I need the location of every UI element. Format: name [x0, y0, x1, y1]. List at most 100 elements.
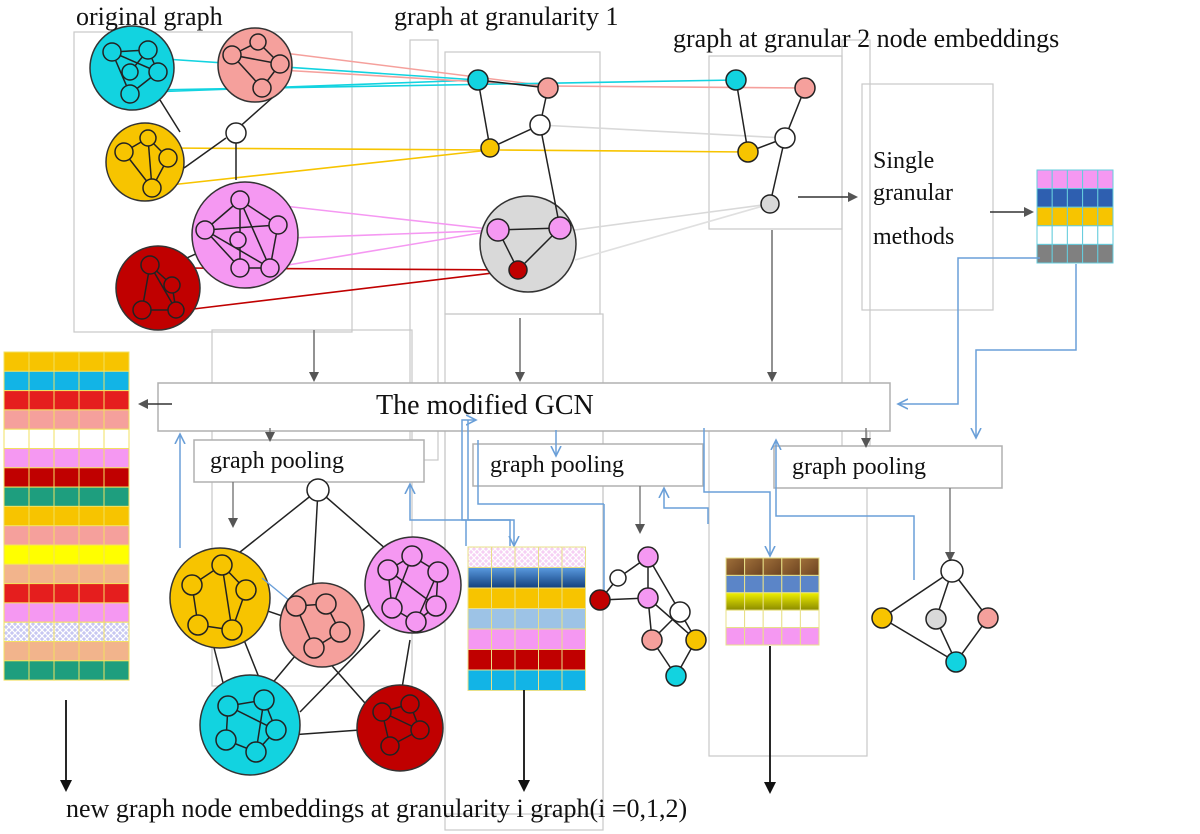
graph-granularity-1: [467, 69, 577, 293]
embedding-cell: [538, 546, 563, 568]
embedding-cell: [28, 409, 55, 430]
embedding-cell: [78, 563, 105, 585]
embedding-cell: [1097, 169, 1114, 190]
embedding-cell: [561, 546, 586, 568]
embedding-cell: [744, 557, 764, 576]
embedding-cell: [3, 621, 30, 643]
embedding-cell: [514, 567, 539, 589]
embedding-cell: [1051, 206, 1068, 227]
embedding-cell: [762, 592, 783, 611]
embedding-cell: [467, 608, 492, 630]
embedding-cell: [1082, 243, 1099, 264]
embedding-cell: [28, 602, 55, 623]
embedding-cell: [725, 592, 746, 611]
embedding-cell: [781, 609, 801, 629]
embedding-cell: [538, 608, 563, 630]
embedding-cell: [53, 370, 80, 392]
embedding-cell: [744, 592, 764, 611]
single-granular-line-3: methods: [873, 224, 955, 250]
embedding-cell: [28, 467, 55, 488]
embedding-cell: [467, 628, 492, 650]
embedding-cell: [103, 641, 130, 662]
embedding-cell: [538, 587, 563, 609]
embedding-cell: [538, 628, 563, 650]
bottom-caption: new graph node embeddings at granularity…: [66, 794, 688, 823]
embedding-cell: [3, 390, 30, 411]
single-granular-line-2: granular: [873, 180, 953, 206]
embedding-cell: [1097, 188, 1114, 208]
embedding-cell: [491, 628, 516, 650]
embedding-cell: [538, 669, 563, 691]
embedding-cell: [799, 574, 820, 594]
embedding-stack-middle: [467, 546, 586, 691]
embedding-cell: [514, 587, 539, 609]
embedding-cell: [53, 448, 80, 469]
embedding-cell: [78, 660, 105, 681]
embedding-cell: [538, 649, 563, 671]
embedding-cell: [28, 390, 55, 411]
embedding-cell: [53, 409, 80, 430]
embedding-cell: [781, 627, 801, 646]
embedding-cell: [514, 608, 539, 630]
embedding-cell: [53, 563, 80, 585]
embedding-cell: [103, 448, 130, 469]
embedding-cell: [3, 467, 30, 488]
embedding-cell: [103, 525, 130, 546]
output-arrows: [60, 646, 776, 794]
embedding-cell: [28, 351, 55, 372]
embedding-cell: [3, 370, 30, 392]
graph-pooling-label-1: graph pooling: [210, 448, 344, 474]
embedding-cell: [491, 587, 516, 609]
embedding-stack-left: [3, 351, 130, 681]
embedding-cell: [78, 370, 105, 392]
embedding-cell: [3, 409, 30, 430]
embedding-cell: [491, 669, 516, 691]
embedding-cell: [561, 587, 586, 609]
embedding-cell: [1082, 225, 1099, 245]
embedding-cell: [53, 583, 80, 604]
embedding-cell: [53, 505, 80, 527]
embedding-cell: [53, 486, 80, 507]
embedding-cell: [53, 351, 80, 372]
pooled-graph-level-1: [589, 546, 707, 687]
embedding-cell: [78, 448, 105, 469]
embedding-cell: [781, 574, 801, 594]
embedding-cell: [1036, 169, 1053, 190]
embedding-cell: [1036, 206, 1053, 227]
embedding-cell: [1036, 243, 1053, 264]
embedding-cell: [103, 370, 130, 392]
embedding-cell: [799, 609, 820, 629]
embedding-cell: [725, 574, 746, 594]
embedding-cell: [762, 574, 783, 594]
embedding-cell: [103, 563, 130, 585]
embedding-cell: [3, 428, 30, 450]
embedding-cell: [3, 351, 30, 372]
embedding-cell: [538, 567, 563, 589]
embedding-cell: [28, 428, 55, 450]
embedding-cell: [53, 660, 80, 681]
embedding-cell: [561, 567, 586, 589]
embedding-cell: [103, 505, 130, 527]
embedding-cell: [491, 567, 516, 589]
embedding-cell: [103, 390, 130, 411]
embedding-cell: [103, 544, 130, 565]
embedding-cell: [467, 649, 492, 671]
embedding-cell: [799, 592, 820, 611]
pooled-graph-level-2: [871, 559, 999, 673]
embedding-cell: [53, 390, 80, 411]
embedding-cell: [762, 627, 783, 646]
embedding-cell: [781, 557, 801, 576]
embedding-cell: [725, 627, 746, 646]
embedding-cell: [78, 505, 105, 527]
embedding-cell: [28, 621, 55, 643]
embedding-cell: [78, 351, 105, 372]
embedding-cell: [725, 609, 746, 629]
embedding-cell: [78, 583, 105, 604]
embedding-cell: [28, 525, 55, 546]
embedding-cell: [28, 505, 55, 527]
modified-gcn-box: [157, 382, 891, 432]
graph-pooling-label-2: graph pooling: [490, 452, 624, 478]
title-granularity-2: graph at granular 2 node embeddings: [673, 24, 1060, 53]
embedding-cell: [467, 669, 492, 691]
embedding-cell: [3, 448, 30, 469]
